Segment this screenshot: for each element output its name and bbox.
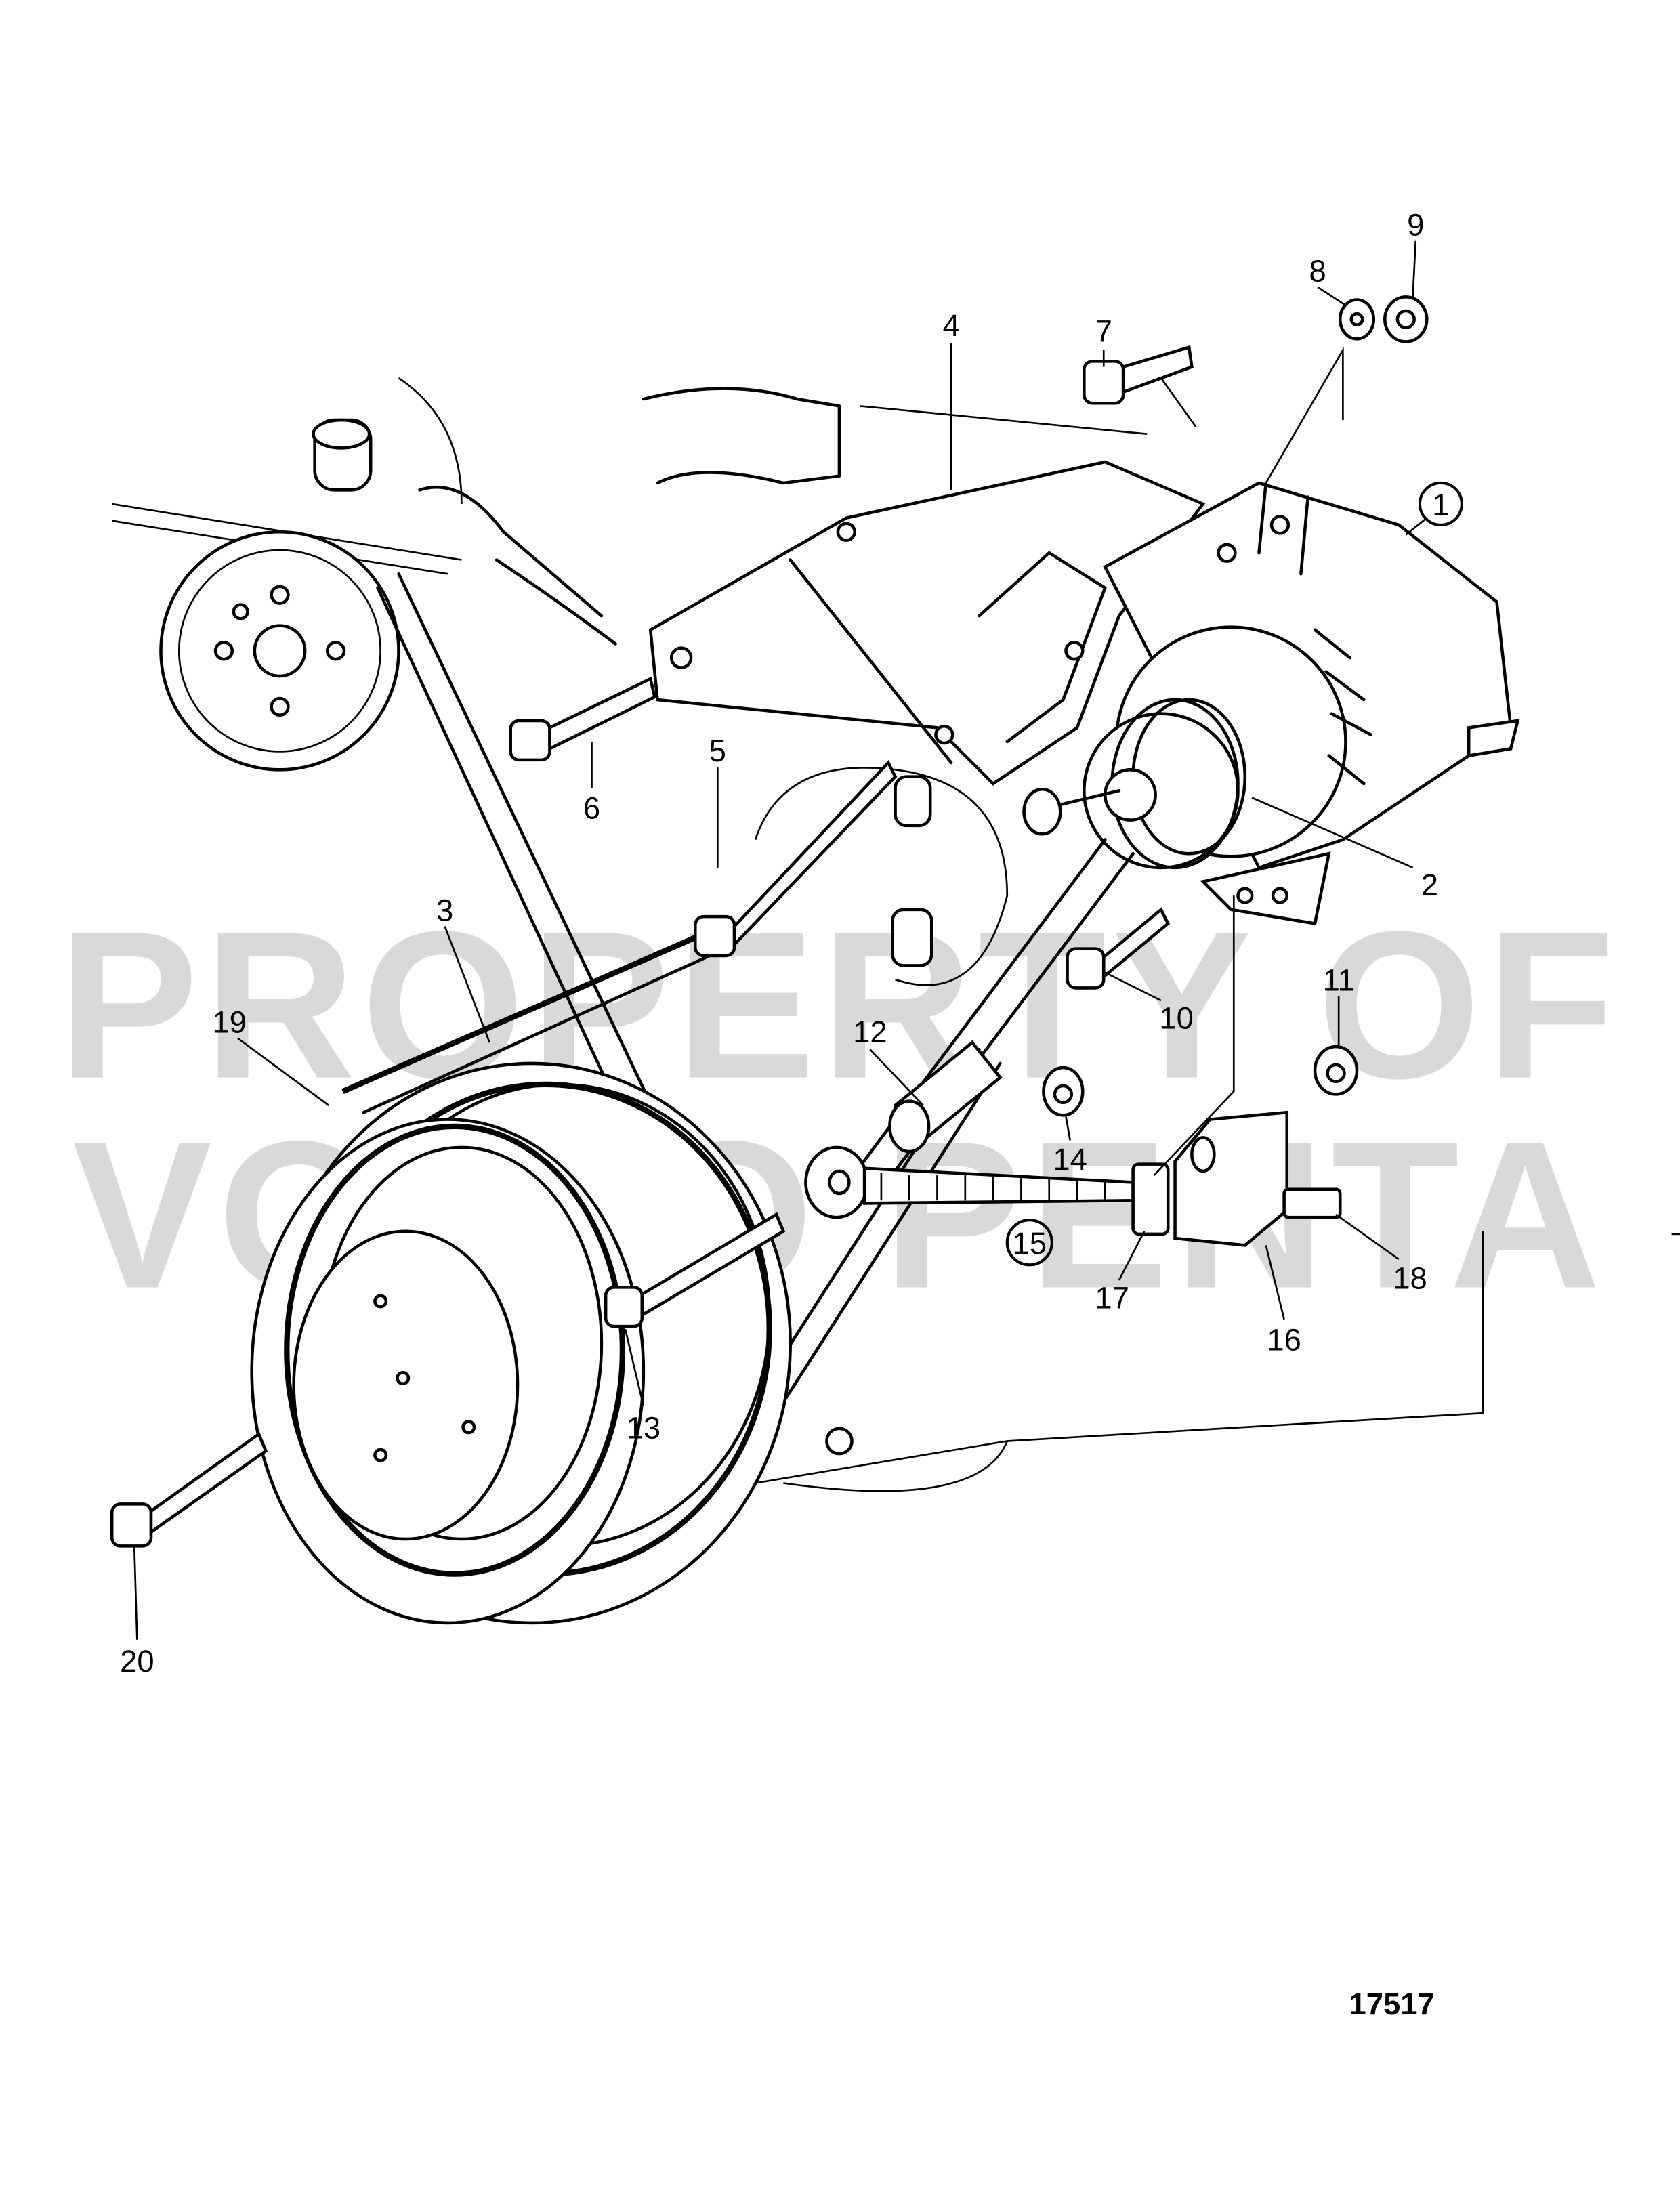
svg-text:PROPERTY OF: PROPERTY OF — [58, 888, 1620, 1122]
bolt-6 — [509, 676, 657, 762]
callout-20: 20 — [120, 1644, 154, 1679]
washer-8 — [1338, 298, 1376, 341]
callout-1-circle — [1418, 481, 1463, 527]
bolt-7 — [1083, 345, 1194, 405]
crankshaft-pulley — [250, 1061, 792, 1625]
callout-1: 1 — [1432, 487, 1449, 522]
nut-9 — [1383, 295, 1429, 343]
callout-18: 18 — [1393, 1261, 1427, 1295]
diagram-reference-number: 17517 — [1349, 1987, 1434, 2021]
callout-8: 8 — [1309, 254, 1326, 289]
callout-11: 11 — [1323, 963, 1355, 998]
callout-12: 12 — [853, 1015, 887, 1049]
bolts — [110, 345, 1194, 1548]
pulley-nut — [1022, 787, 1121, 836]
callout-2: 2 — [1421, 868, 1438, 902]
bolt-13 — [604, 1212, 786, 1328]
tensioner-block — [1173, 1110, 1342, 1247]
callout-16: 16 — [1267, 1322, 1301, 1357]
callout-14: 14 — [1053, 1142, 1087, 1177]
timing-cover — [754, 767, 1009, 986]
callout-15-circle — [1005, 1219, 1053, 1267]
callout-5: 5 — [709, 734, 726, 768]
bolt-10 — [1066, 907, 1171, 990]
alternator — [1083, 481, 1520, 926]
engine-outline — [111, 377, 1484, 1492]
callout-3: 3 — [436, 893, 453, 927]
nut-11 — [1313, 1045, 1359, 1096]
callout-7: 7 — [1095, 314, 1112, 348]
adjusting-link — [804, 1145, 1170, 1236]
leader-lines — [133, 240, 1680, 1640]
callouts: 1 2 3 4 5 6 7 8 9 10 11 12 13 14 15 16 1… — [120, 207, 1463, 1679]
spacer-sleeve — [888, 1040, 1003, 1154]
callout-10: 10 — [1159, 1000, 1194, 1035]
alternator-bracket — [648, 460, 1206, 786]
callout-4: 4 — [943, 308, 960, 343]
callout-15: 15 — [1013, 1226, 1047, 1261]
nut-14 — [1042, 1066, 1085, 1117]
callout-19: 19 — [212, 1005, 247, 1040]
bolt-5 — [694, 760, 898, 958]
callout-13: 13 — [627, 1410, 661, 1445]
callout-9: 9 — [1407, 207, 1424, 242]
callout-6: 6 — [583, 791, 600, 826]
callout-17: 17 — [1095, 1280, 1129, 1315]
bolt-20 — [110, 1431, 268, 1548]
